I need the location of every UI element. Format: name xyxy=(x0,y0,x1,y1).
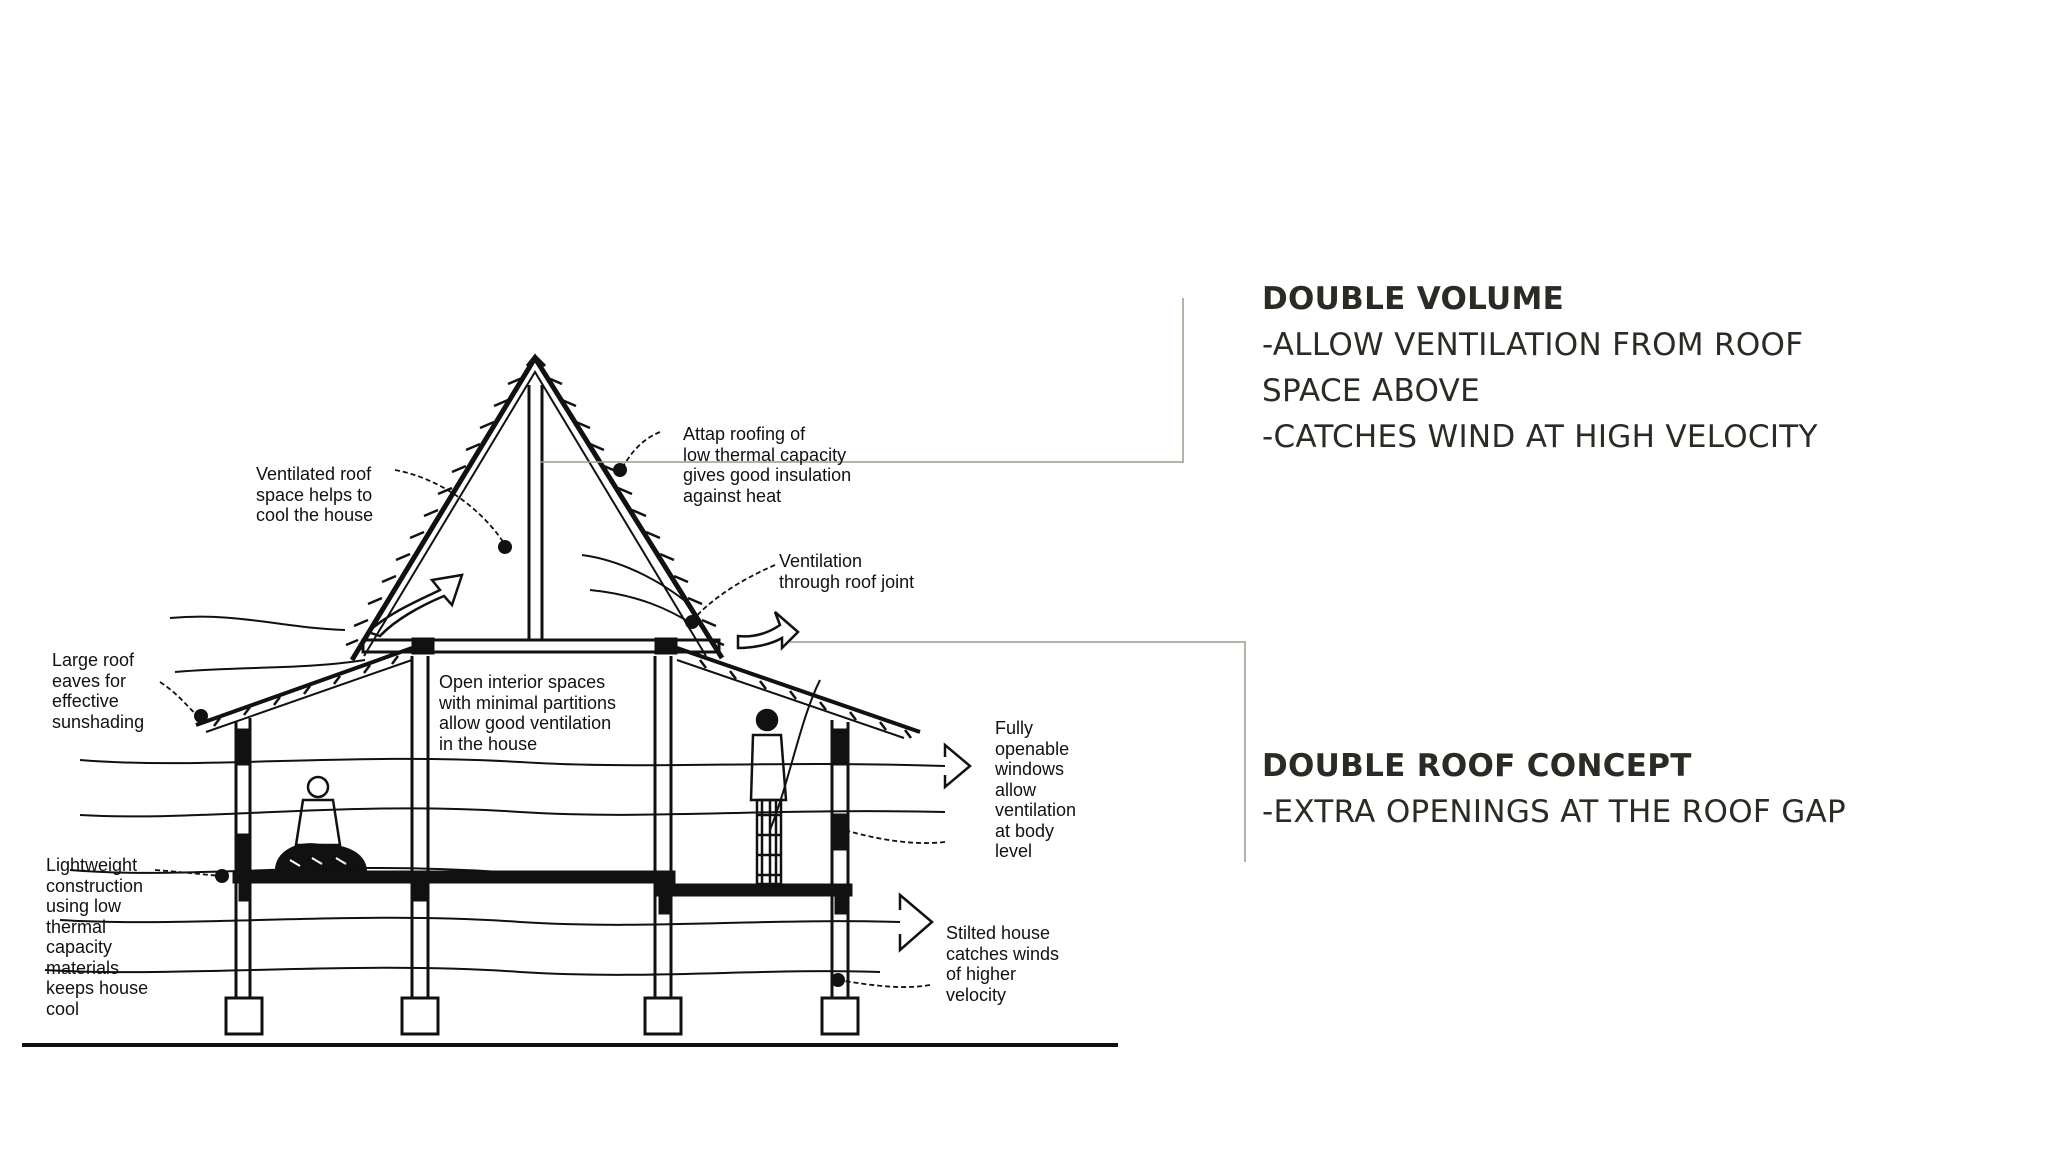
callout-double-volume: DOUBLE VOLUME -ALLOW VENTILATION FROM RO… xyxy=(1262,276,1818,460)
standing-person xyxy=(749,708,788,886)
roof-gap-beam xyxy=(361,637,721,655)
ridge-post xyxy=(527,385,544,640)
floor-slabs xyxy=(232,870,853,915)
double-volume-line: -CATCHES WIND AT HIGH VELOCITY xyxy=(1262,419,1818,455)
footings xyxy=(224,996,860,1036)
double-volume-line: -ALLOW VENTILATION FROM ROOF xyxy=(1262,327,1804,363)
double-volume-line: SPACE ABOVE xyxy=(1262,373,1481,409)
annotation-roof-joint-ventilation: Ventilation through roof joint xyxy=(779,551,915,592)
callout-double-roof: DOUBLE ROOF CONCEPT -EXTRA OPENINGS AT T… xyxy=(1262,743,1846,835)
annotation-lightweight-construction: Lightweight construction using low therm… xyxy=(46,855,149,1019)
flow-arrows xyxy=(365,573,972,953)
lower-roof xyxy=(195,646,921,739)
double-roof-line: -EXTRA OPENINGS AT THE ROOF GAP xyxy=(1262,794,1847,830)
house-posts xyxy=(234,656,850,998)
double-volume-leader xyxy=(540,298,1184,463)
double-roof-leader xyxy=(790,641,1246,862)
annotation-attap-roofing: Attap roofing of low thermal capacity gi… xyxy=(683,424,852,506)
wind-flow-lines xyxy=(44,554,946,976)
annotation-dots xyxy=(194,463,845,987)
annotation-open-interior: Open interior spaces with minimal partit… xyxy=(439,672,617,754)
annotation-stilted-house: Stilted house catches winds of higher ve… xyxy=(946,923,1060,1005)
double-roof-heading: DOUBLE ROOF CONCEPT xyxy=(1262,748,1692,784)
seated-person xyxy=(274,775,368,874)
callout-leader-lines xyxy=(540,298,1246,862)
annotation-large-roof-eaves: Large roof eaves for effective sunshadin… xyxy=(52,650,145,732)
double-volume-heading: DOUBLE VOLUME xyxy=(1262,281,1565,317)
upper-roof xyxy=(345,353,725,662)
annotation-ventilated-roof-space: Ventilated roof space helps to cool the … xyxy=(256,464,374,525)
annotation-openable-windows: Fully openable windows allow ventilation… xyxy=(995,718,1077,861)
